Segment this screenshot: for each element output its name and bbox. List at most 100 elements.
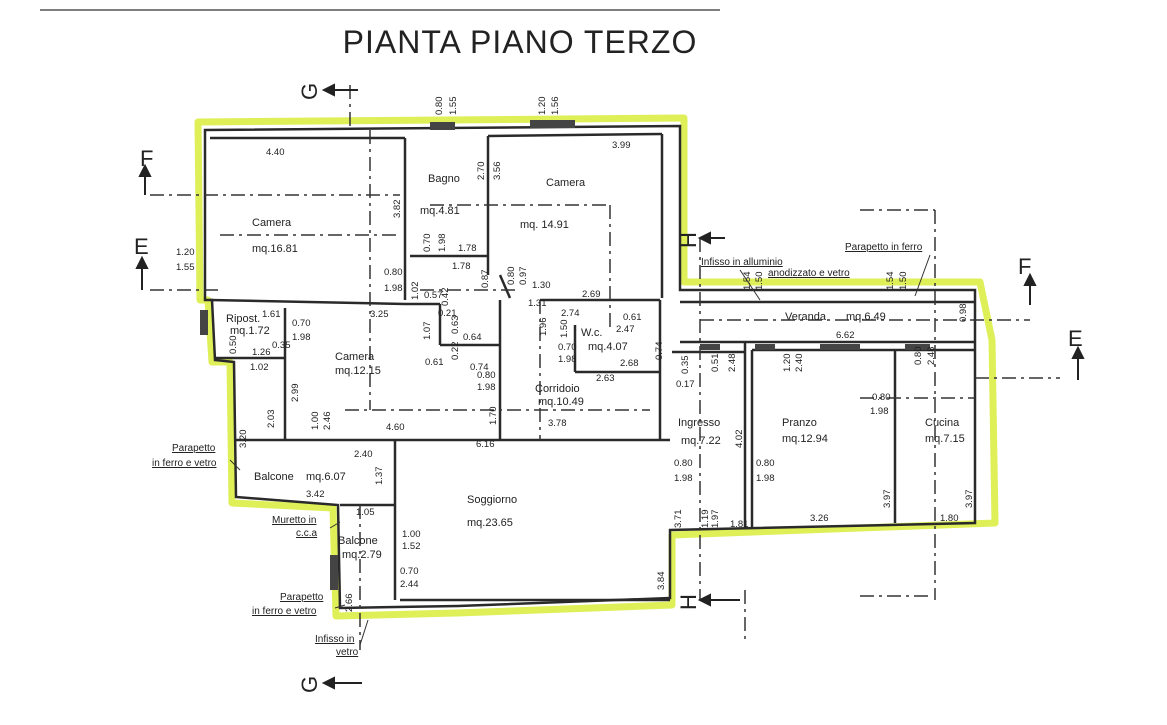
room-name: W.c.: [581, 327, 602, 339]
annotation-text: Infisso in: [315, 634, 354, 645]
walls: [203, 124, 977, 610]
section-mark-f: F: [140, 146, 153, 171]
room-name: Balcone: [338, 535, 378, 547]
room-name: Balcone: [254, 471, 294, 483]
room-area: mq.10.49: [538, 396, 584, 408]
dimension-label: 2.63: [596, 373, 615, 384]
dimension-label: 1.97: [710, 510, 721, 529]
room-area: mq.7.22: [681, 435, 721, 447]
dimension-label: 3.97: [964, 490, 975, 509]
annotation-text: in ferro e vetro: [152, 458, 217, 469]
window-marks: [200, 120, 930, 590]
room-area: mq.6.07: [306, 471, 346, 483]
room-name: Cucina: [925, 417, 960, 429]
dimension-label: 1.78: [458, 243, 477, 254]
room-area: mq.4.81: [420, 205, 460, 217]
dimension-label: 3.20: [238, 430, 249, 449]
dimension-label: 2.66: [344, 594, 355, 613]
dimension-label: 0.22: [450, 342, 461, 361]
dimension-label: 1.30: [532, 280, 551, 291]
dimension-labels: 4.40 0.80 1.55 1.20 1.56 3.99 2.70 3.56 …: [176, 97, 975, 613]
annotation-text: in ferro e vetro: [252, 606, 317, 617]
dimension-label: 1.98: [674, 473, 693, 484]
dimension-label: 1.98: [437, 234, 448, 253]
dimension-label: 2.48: [727, 354, 738, 373]
dimension-label: 1.05: [356, 507, 375, 518]
dimension-label: 3.26: [810, 513, 829, 524]
dimension-label: 2.40: [354, 449, 373, 460]
section-mark-f: F: [1018, 254, 1031, 279]
dimension-label: 2.74: [561, 308, 580, 319]
dimension-label: 3.42: [306, 489, 325, 500]
dimension-label: 3.78: [548, 418, 567, 429]
dimension-label: 1.07: [422, 322, 433, 341]
dimension-label: 1.19: [700, 510, 711, 529]
dimension-label: 2.46: [322, 412, 333, 431]
dimension-label: 0.80: [872, 392, 891, 403]
section-markers: F E F E G G H H: [134, 83, 1083, 693]
dimension-label: 1.31: [528, 298, 547, 309]
dimension-label: 0.35: [272, 340, 291, 351]
dimension-label: 1.98: [558, 354, 577, 365]
room-name: Camera: [252, 217, 292, 229]
dimension-label: 1.98: [477, 382, 496, 393]
dimension-label: 0.50: [228, 336, 239, 355]
dimension-label: 2.44: [400, 579, 419, 590]
dimension-label: 0.74: [654, 342, 665, 361]
dimension-label: 1.54: [885, 272, 896, 291]
section-mark-g: G: [297, 83, 322, 100]
dimension-label: 0.57: [424, 290, 443, 301]
dimension-label: 1.37: [374, 467, 385, 486]
room-area: mq.7.15: [925, 433, 965, 445]
dimension-label: 0.74: [470, 362, 489, 373]
dimension-label: 3.84: [656, 572, 667, 591]
dimension-label: 0.80: [506, 267, 517, 286]
dimension-label: 0.35: [680, 356, 691, 375]
dimension-label: 3.97: [882, 490, 893, 509]
room-name: Soggiorno: [467, 494, 517, 506]
dimension-label: 0.70: [400, 566, 419, 577]
section-mark-e: E: [134, 234, 149, 259]
dimension-label: 0.61: [425, 357, 444, 368]
dimension-label: 1.20: [782, 354, 793, 373]
room-labels: Camera mq.16.81 Bagno mq.4.81 Camera mq.…: [226, 173, 965, 561]
room-name: Camera: [546, 177, 586, 189]
dimension-label: 4.60: [386, 422, 405, 433]
dimension-label: 3.99: [612, 140, 631, 151]
dimension-label: 4.02: [734, 430, 745, 449]
dimension-label: 0.87: [480, 270, 491, 289]
dimension-label: 0.70: [292, 318, 311, 329]
dimension-label: 1.50: [754, 272, 765, 291]
dimension-label: 2.48: [926, 347, 937, 366]
section-mark-h: H: [676, 594, 701, 610]
annotation-text: Parapetto in ferro: [845, 242, 923, 253]
dimension-label: 1.61: [262, 309, 281, 320]
dimension-label: 1.02: [410, 282, 421, 301]
dimension-label: 0.21: [438, 308, 457, 319]
dimension-label: 1.98: [756, 473, 775, 484]
annotation-text: Muretto in: [272, 515, 316, 526]
dimension-label: 1.50: [559, 320, 570, 339]
dimension-label: 1.78: [452, 261, 471, 272]
dimension-label: 1.96: [538, 318, 549, 337]
page-title: PIANTA PIANO TERZO: [342, 24, 698, 60]
room-area: mq.12.94: [782, 433, 828, 445]
dimension-label: 1.98: [384, 283, 403, 294]
annotation-text: c.c.a: [296, 528, 318, 539]
perimeter-highlight: [194, 114, 999, 620]
dimension-label: 1.50: [898, 272, 909, 291]
dimension-label: 3.82: [392, 200, 403, 219]
dimension-label: 0.80: [434, 97, 445, 116]
dimension-label: 1.20: [537, 97, 548, 116]
dimension-label: 1.55: [448, 97, 459, 116]
dimension-label: 0.80: [477, 370, 496, 381]
room-area: mq.16.81: [252, 243, 298, 255]
dimension-label: 3.71: [673, 510, 684, 529]
annotation-text: Parapetto: [172, 443, 216, 454]
dimension-label: 2.69: [582, 289, 601, 300]
dimension-label: 2.70: [476, 162, 487, 181]
room-name: Corridoio: [535, 383, 580, 395]
dimension-label: 0.97: [518, 267, 529, 286]
annotation-text: vetro: [336, 647, 359, 658]
